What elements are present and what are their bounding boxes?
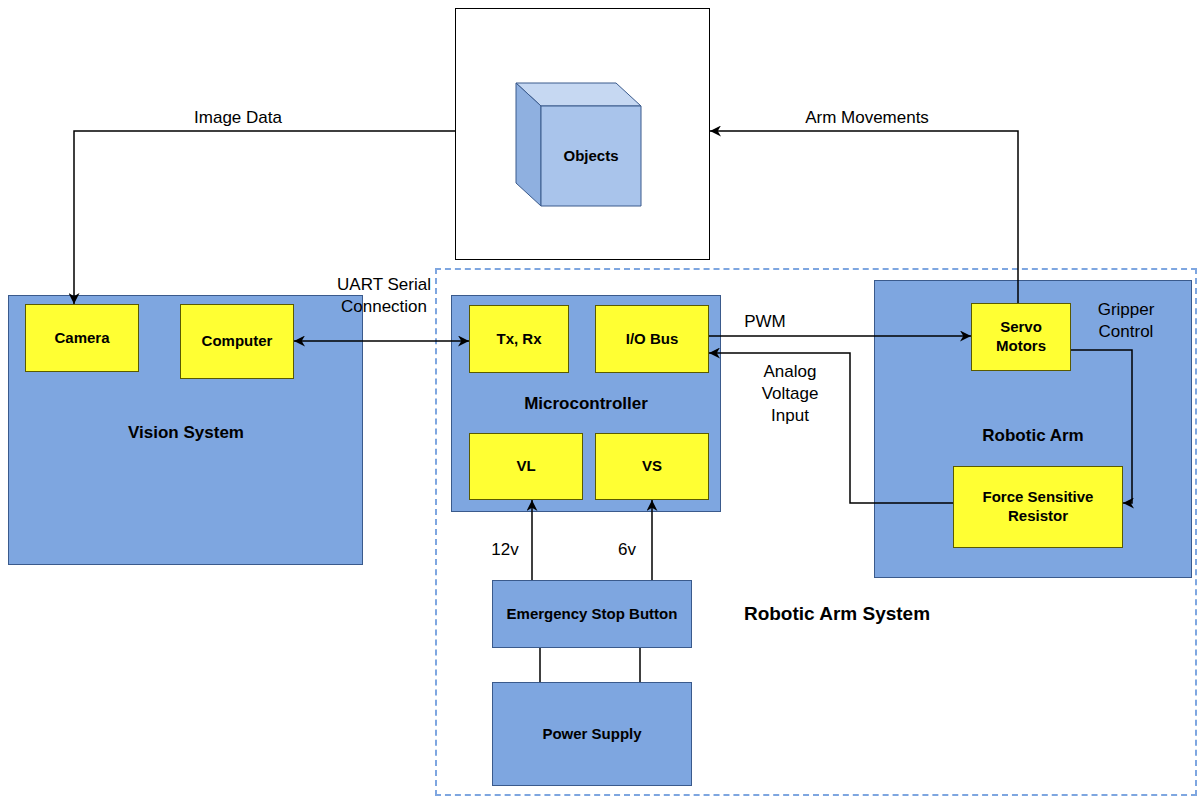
label-holder: Microcontroller: [524, 394, 648, 414]
connector-label: Image Data: [194, 108, 282, 127]
group-title: Microcontroller: [524, 394, 648, 413]
power-pin-box: VL: [469, 433, 583, 500]
connector-label: Analog Voltage Input: [762, 362, 819, 425]
label-holder: Robotic Arm System: [744, 603, 930, 625]
component-box: Camera: [25, 304, 139, 372]
connector: [651, 500, 653, 580]
connector: [709, 335, 971, 337]
component-box: Computer: [180, 304, 294, 379]
connector-label: 12v: [491, 540, 518, 559]
group-title: Robotic Arm System: [744, 603, 930, 624]
node-label: Computer: [196, 332, 279, 351]
controller-box: Microcontroller Tx, Rx I/O BusVL VS: [451, 295, 721, 512]
port-box: Tx, Rx: [469, 305, 569, 373]
node-label: VS: [636, 457, 668, 476]
actuator-box: Servo Motors: [971, 303, 1071, 371]
node-label: I/O Bus: [620, 330, 685, 349]
node-label: Power Supply: [536, 725, 647, 744]
node-label: Force Sensitive Resistor: [954, 488, 1122, 526]
sensor-box: Force Sensitive Resistor: [953, 466, 1123, 548]
power-box: Power Supply: [492, 682, 692, 786]
connector-label: Gripper Control: [1098, 300, 1155, 341]
connector: [710, 131, 1018, 303]
switch-box: Emergency Stop Button: [492, 580, 692, 648]
subsystem-box: Vision System Camera Computer: [8, 295, 363, 565]
connector-label: 6v: [618, 540, 636, 559]
label-holder: Vision System: [128, 423, 244, 443]
connector: [1071, 350, 1132, 503]
connector-label: UART Serial Connection: [337, 275, 431, 316]
power-pin-box: VS: [595, 433, 709, 500]
connector: [639, 648, 641, 682]
label-holder: Robotic Arm: [982, 426, 1083, 446]
label-holder: Image Data: [194, 107, 282, 129]
label-holder: Gripper Control: [1089, 299, 1163, 343]
system-boundary: Robotic Arm System Microcontroller Tx, Rx I…: [435, 268, 1197, 796]
node-label: Tx, Rx: [490, 330, 547, 349]
label-holder: Analog Voltage Input: [750, 361, 830, 427]
label-holder: UART Serial Connection: [334, 274, 434, 318]
label-holder: Objects: [563, 147, 618, 165]
port-box: I/O Bus: [595, 305, 709, 373]
group-title: Robotic Arm: [982, 426, 1083, 445]
node-label: Camera: [48, 329, 115, 348]
connector: [709, 353, 953, 503]
cube-side-face: [516, 83, 541, 206]
connector: [539, 648, 541, 682]
node-label: Servo Motors: [972, 318, 1070, 356]
connector-label: PWM: [744, 312, 786, 331]
label-holder: 12v: [491, 539, 518, 561]
connector: [531, 500, 533, 580]
group-title: Vision System: [128, 423, 244, 442]
connector: [294, 340, 469, 342]
label-holder: Arm Movements: [805, 107, 929, 129]
connector-label: Arm Movements: [805, 108, 929, 127]
node-label: VL: [510, 457, 541, 476]
cube-illustration: [456, 9, 709, 259]
group-title: Objects: [563, 147, 618, 164]
cube-front-face: [541, 106, 641, 206]
label-holder: 6v: [618, 539, 636, 561]
objects-area: Objects: [455, 8, 710, 260]
node-label: Emergency Stop Button: [501, 605, 684, 624]
label-holder: PWM: [744, 311, 786, 333]
